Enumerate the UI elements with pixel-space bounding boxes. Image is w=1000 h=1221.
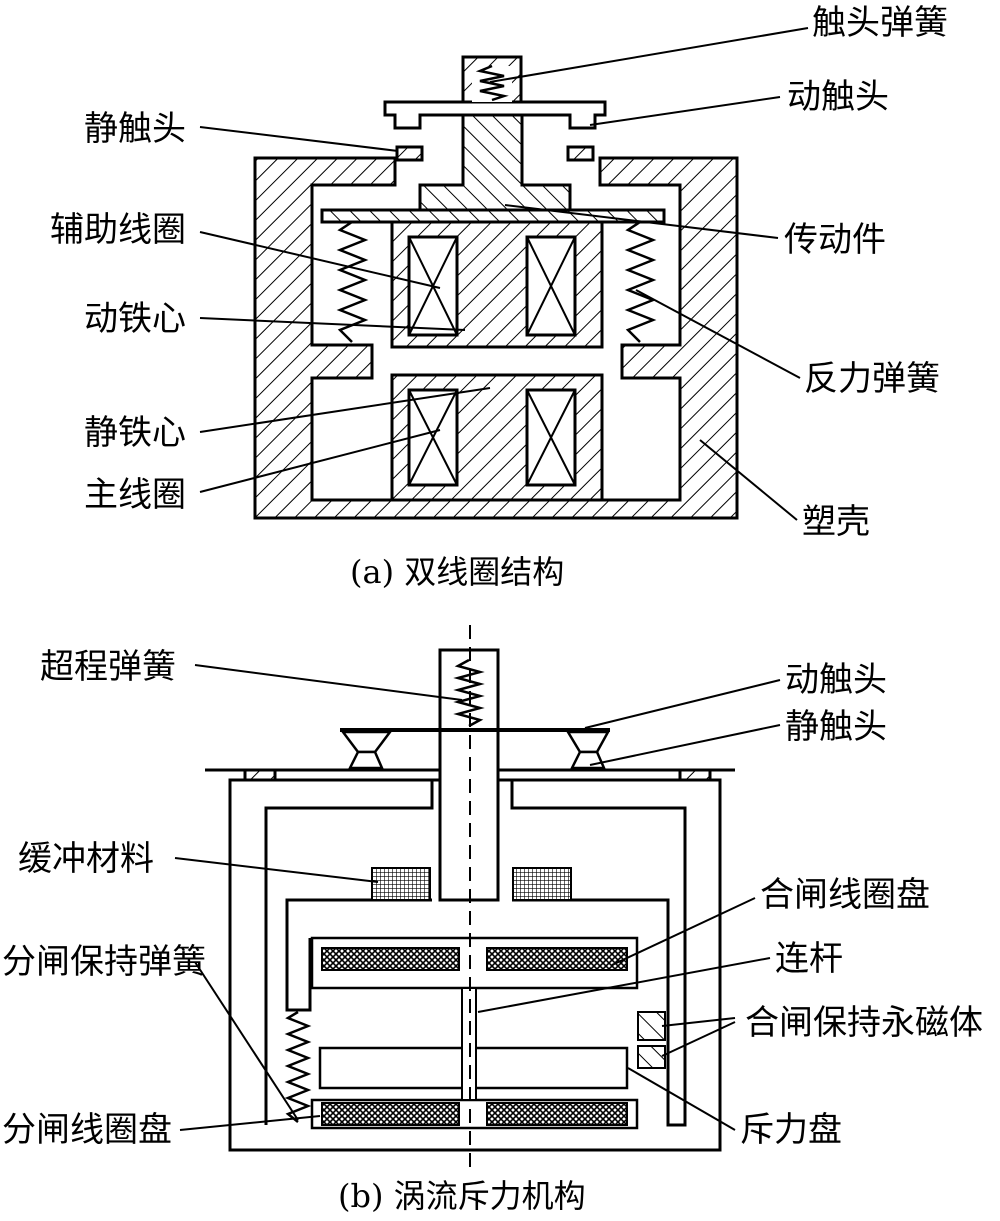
label-reaction-spring: 反力弹簧 — [804, 359, 940, 399]
label-buffer-material: 缓冲材料 — [18, 839, 154, 879]
label-moving-contact-a: 动触头 — [787, 77, 889, 117]
transmission-piece — [418, 113, 572, 212]
opening-hold-spring — [284, 1010, 312, 1123]
diagram-b — [174, 625, 781, 1175]
label-main-coil: 主线圈 — [84, 475, 186, 515]
label-connecting-rod: 连杆 — [775, 939, 843, 979]
label-static-contact-a: 静触头 — [84, 109, 186, 149]
label-aux-coil: 辅助线圈 — [50, 210, 186, 250]
label-housing: 塑壳 — [802, 502, 870, 542]
caption-b: (b) 涡流斥力机构 — [338, 1177, 586, 1215]
label-transmission: 传动件 — [784, 220, 886, 260]
magnet-top — [637, 1011, 666, 1041]
buffer-left — [371, 867, 431, 901]
static-contact-left — [395, 145, 424, 162]
label-closing-coil-disc: 合闸线圈盘 — [760, 875, 930, 915]
label-repulsion-disc: 斥力盘 — [740, 1110, 842, 1150]
label-opening-hold-spring: 分闸保持弹簧 — [2, 942, 206, 982]
closing-coil-left — [321, 947, 460, 971]
static-contact-right — [569, 750, 606, 770]
transmission-plate — [320, 208, 666, 224]
closing-coil-right — [486, 947, 628, 971]
label-opening-coil-disc: 分闸线圈盘 — [2, 1110, 172, 1150]
label-moving-contact-b: 动触头 — [785, 660, 887, 700]
reaction-spring-left — [336, 220, 369, 343]
opening-coil-right — [486, 1102, 628, 1126]
diagram-a — [199, 27, 809, 521]
housing — [253, 156, 739, 520]
label-moving-core: 动铁心 — [84, 299, 186, 339]
buffer-right — [512, 867, 572, 901]
static-contact-right — [566, 145, 595, 162]
label-closing-hold-magnet: 合闸保持永磁体 — [745, 1003, 983, 1043]
label-overtravel-spring: 超程弹簧 — [40, 647, 176, 687]
reaction-spring-right — [624, 220, 657, 343]
label-static-contact-b: 静触头 — [785, 707, 887, 747]
label-contact-spring: 触头弹簧 — [812, 3, 948, 43]
opening-coil-left — [321, 1102, 460, 1126]
label-static-core: 静铁心 — [84, 413, 186, 453]
static-contact-left — [347, 750, 384, 770]
caption-a: (a) 双线圈结构 — [350, 553, 565, 591]
magnet-bottom — [637, 1045, 666, 1069]
moving-contact-left — [340, 730, 393, 754]
moving-contact-right — [565, 730, 611, 754]
contact-spring — [475, 64, 509, 102]
